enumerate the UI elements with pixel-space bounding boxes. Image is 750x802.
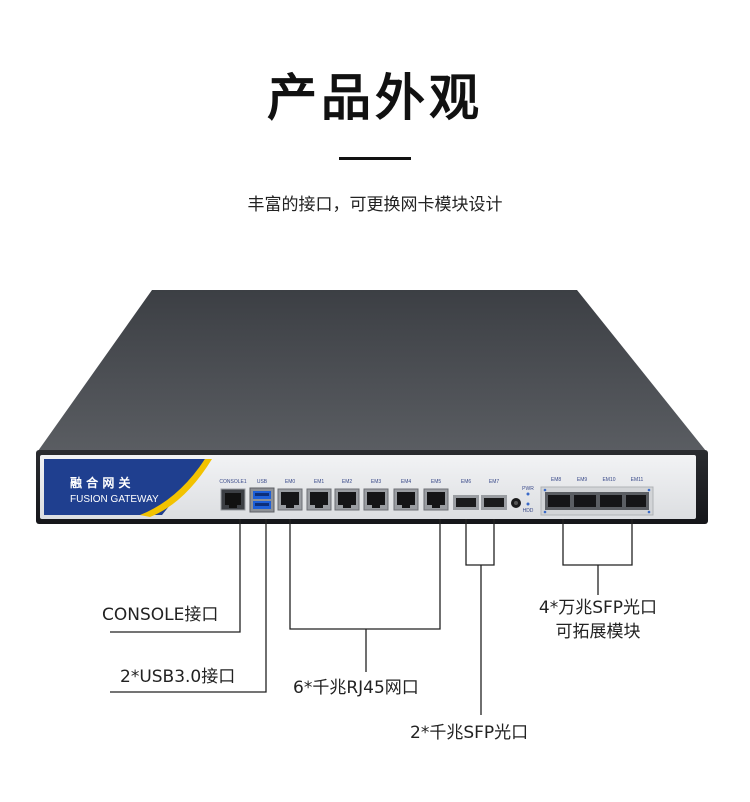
callout-lines	[110, 519, 633, 715]
port-label-em4: EM4	[401, 479, 412, 485]
rj45-bracket	[289, 519, 441, 630]
port-label-em11: EM11	[631, 477, 644, 483]
port-label-em3: EM3	[371, 479, 382, 485]
port-label-em1: EM1	[314, 479, 325, 485]
rj45-port-em3[interactable]: EM3	[363, 479, 389, 511]
console-leader	[110, 519, 241, 633]
port-label-em5: EM5	[431, 479, 442, 485]
title-underline	[339, 157, 411, 160]
callout-rj45: 6*千兆RJ45网口	[293, 678, 419, 698]
callout-usb: 2*USB3.0接口	[120, 667, 236, 687]
port-label-em2: EM2	[342, 479, 353, 485]
callout-console: CONSOLE接口	[102, 605, 219, 625]
usb-leader	[110, 519, 267, 693]
sfp-bracket	[465, 519, 495, 566]
rj45-port-em4[interactable]: EM4	[393, 479, 419, 511]
chassis-top	[38, 290, 706, 451]
label-pwr: PWR	[522, 486, 534, 492]
port-label-em10: EM10	[602, 477, 615, 483]
power-indicator: PWR HDD	[522, 486, 534, 514]
console-port[interactable]: CONSOLE1	[219, 479, 247, 511]
brand-panel: 融 合 网 关 FUSION GATEWAY	[44, 459, 212, 517]
page-title: 产品外观	[267, 69, 483, 127]
label-hdd: HDD	[523, 508, 534, 514]
port-label-em0: EM0	[285, 479, 296, 485]
usb-ports[interactable]: USB	[249, 479, 275, 513]
port-label-console: CONSOLE1	[219, 479, 246, 485]
rj45-port-em0[interactable]: EM0	[277, 479, 303, 511]
sfp-10g-module[interactable]: EM8 EM9 EM10 EM11	[540, 477, 654, 516]
rj45-ports[interactable]: EM0 EM1 EM2 EM3 EM4 EM5	[277, 479, 449, 511]
port-label-em8: EM8	[551, 477, 562, 483]
callout-sfp10g: 4*万兆SFP光口 可拓展模块	[518, 596, 678, 644]
port-label-em6: EM6	[461, 479, 472, 485]
port-label-em9: EM9	[577, 477, 588, 483]
rj45-port-em2[interactable]: EM2	[334, 479, 360, 511]
brand-name-en: FUSION GATEWAY	[70, 494, 159, 505]
callout-sfp: 2*千兆SFP光口	[410, 723, 529, 743]
rj45-port-em5[interactable]: EM5	[423, 479, 449, 511]
port-label-em7: EM7	[489, 479, 500, 485]
page-subtitle: 丰富的接口，可更换网卡模块设计	[247, 195, 503, 215]
callout-sfp10g-line1: 4*万兆SFP光口	[538, 598, 658, 618]
rj45-port-em1[interactable]: EM1	[306, 479, 332, 511]
brand-name-cn: 融 合 网 关	[70, 475, 131, 490]
power-button[interactable]	[511, 498, 521, 508]
callout-sfp10g-line2: 可拓展模块	[555, 622, 641, 642]
sfp10g-bracket	[562, 519, 633, 566]
sfp-1g-ports[interactable]: EM6 EM7	[453, 479, 507, 510]
port-label-usb: USB	[257, 479, 268, 485]
